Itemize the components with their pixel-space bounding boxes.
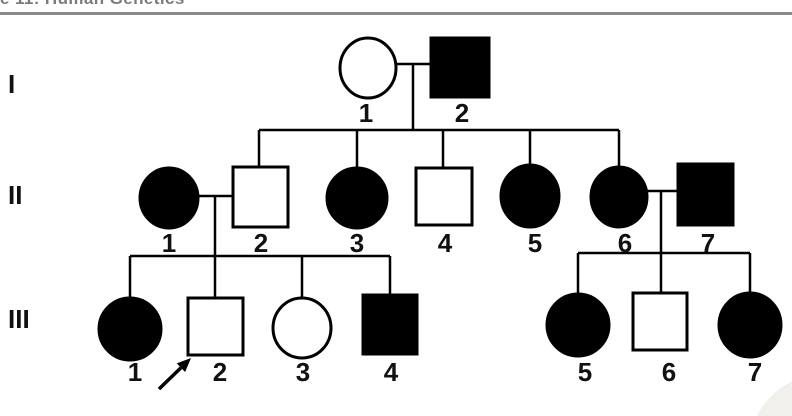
individual-II-7-symbol <box>676 162 735 227</box>
individual-II-4-symbol <box>414 166 474 227</box>
individual-II-6-symbol <box>589 165 649 229</box>
individual-III-7-number: 7 <box>748 357 762 387</box>
individual-II-5-symbol <box>499 163 561 229</box>
individual-III-7-symbol <box>717 291 783 359</box>
individual-III-1-number: 1 <box>128 357 142 387</box>
individual-III-3-symbol <box>271 296 333 360</box>
individual-II-3-number: 3 <box>350 228 364 258</box>
individual-III-6-symbol <box>631 291 689 352</box>
individual-II-2-symbol <box>231 165 290 229</box>
generation-label-II: II <box>8 180 22 210</box>
proband-arrow-head <box>176 358 191 373</box>
proband-arrow-shaft <box>157 366 183 391</box>
individual-II-1-number: 1 <box>162 228 176 258</box>
individual-III-3-number: 3 <box>296 357 310 387</box>
individual-III-5-number: 5 <box>578 357 592 387</box>
header-rule <box>0 12 792 15</box>
individual-III-1-symbol <box>97 296 163 362</box>
individual-II-1-symbol <box>138 166 200 230</box>
individual-II-6-number: 6 <box>618 228 632 258</box>
generation-label-I: I <box>8 69 15 99</box>
individual-I-2-symbol <box>429 36 491 99</box>
individual-II-7-number: 7 <box>701 228 715 258</box>
individual-II-5-number: 5 <box>528 228 542 258</box>
individual-I-2-number: 2 <box>455 98 469 128</box>
individual-II-4-number: 4 <box>438 228 453 258</box>
generation-label-III: III <box>8 304 30 334</box>
individual-III-6-number: 6 <box>662 357 676 387</box>
individual-III-4-symbol <box>361 293 419 356</box>
individual-III-2-number: 2 <box>213 357 227 387</box>
individual-III-2-symbol <box>186 296 245 357</box>
individual-I-1-number: 1 <box>359 98 373 128</box>
individual-II-2-number: 2 <box>254 228 268 258</box>
slide-title-fragment: e 11: Human Genetics <box>0 0 185 9</box>
individual-I-1-symbol <box>338 36 398 100</box>
individual-II-3-symbol <box>325 166 389 230</box>
individual-III-5-symbol <box>545 292 611 358</box>
individual-III-4-number: 4 <box>384 357 399 387</box>
